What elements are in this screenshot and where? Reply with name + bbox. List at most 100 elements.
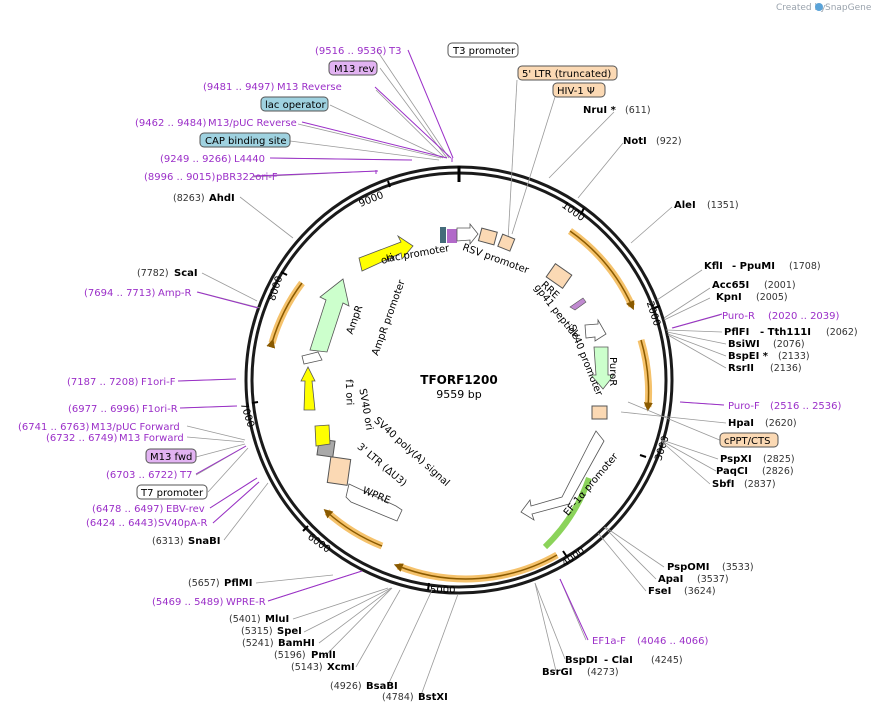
primer-pbr322ori-f-pos: (8996 .. 9015) [144, 172, 216, 183]
primer-puro-r: Puro-R [722, 311, 755, 322]
enzyme-xcmi: XcmI [327, 662, 355, 673]
enzyme-fsei: FseI [648, 586, 671, 597]
primer-ebv-rev-pos: (6478 .. 6497) [92, 504, 164, 515]
enzyme-bsrgi: BsrGI [542, 667, 572, 678]
box-lac-operator: lac operator [265, 100, 326, 111]
sv40-ori-label: SV40 ori [356, 388, 374, 431]
enzyme-bamhi: BamHI [278, 638, 315, 649]
primer-t3-pos: (9516 .. 9536) [315, 46, 387, 57]
wpre-arrow [345, 483, 403, 522]
tick-8000: 8000 [267, 275, 285, 303]
credit-created-by: Created by [776, 3, 826, 13]
snapgene-logo-icon [815, 3, 823, 11]
primer-f1ori-f: F1ori-F [141, 377, 176, 388]
box-cppt: cPPT/CTS [724, 436, 770, 447]
ampr-promoter-arrow [301, 351, 323, 365]
sv40pa-label: SV40 poly(A) signal [372, 415, 452, 489]
enzyme-noti-pos: (922) [656, 136, 682, 147]
enzyme-bsiwi: BsiWI [728, 339, 760, 350]
enzyme-alei: AleI [674, 200, 696, 211]
tick-9000: 9000 [358, 190, 386, 210]
enzyme-scai: ScaI [174, 268, 198, 279]
sv40-promoter-arrow [584, 318, 607, 342]
primer-ef1a-f: EF1a-F [592, 636, 626, 647]
enzyme-bspei-pos: (2133) [778, 351, 810, 362]
enzyme-xcmi-pos: (5143) [291, 662, 323, 673]
cppt-box [591, 405, 608, 420]
ampr-arrow [309, 278, 350, 353]
credit-brand: SnapGene [825, 3, 872, 13]
enzyme-mlui-pos: (5401) [229, 614, 261, 625]
enzyme-pspomi: PspOMI [667, 562, 709, 573]
primer-t3: T3 [388, 46, 401, 57]
f1-ori-block [314, 424, 331, 447]
tick-5000: 5000 [430, 585, 455, 596]
enzyme-spei-pos: (5315) [241, 626, 273, 637]
enzyme-hpai-pos: (2620) [765, 418, 797, 429]
enzyme-ppumi: - PpuMI [732, 261, 775, 272]
enzyme-snabi-pos: (6313) [152, 536, 184, 547]
enzyme-rsrii-pos: (2136) [770, 363, 802, 374]
primer-m13-puc-reverse-pos: (9462 .. 9484) [135, 118, 207, 129]
rsv-promoter-label: RSV promoter [461, 242, 531, 276]
enzyme-bsabi: BsaBI [366, 681, 398, 692]
primer-pbr322ori-f: pBR322ori-F [216, 172, 278, 183]
orf-arcs [266, 228, 653, 583]
ltr3-box [326, 456, 352, 486]
enzyme-pspxi: PspXI [720, 454, 752, 465]
primer-puro-f-pos: (2516 .. 2536) [770, 401, 842, 412]
enzyme-bspdi-pos: (4245) [651, 655, 683, 666]
puror-label: PuroR [607, 357, 618, 386]
enzyme-hpai: HpaI [728, 418, 754, 429]
box-hiv: HIV-1 Ψ [557, 86, 595, 97]
primer-sv40pa-r-pos: (6424 .. 6443) [86, 518, 158, 529]
primer-m13-puc-forward: M13/pUC Forward [91, 422, 180, 433]
primer-puro-f: Puro-F [728, 401, 760, 412]
enzyme-ahdi-pos: (8263) [173, 193, 205, 204]
tick-1000: 1000 [559, 200, 586, 224]
primer-m13-reverse-pos: (9481 .. 9497) [203, 82, 275, 93]
enzyme-spei: SpeI [277, 626, 302, 637]
enzyme-labels-left: (4784) BstXI (4926) BsaBI (5143) XcmI (5… [137, 193, 448, 703]
enzyme-bstxi: BstXI [418, 692, 448, 703]
primer-t7-pos: (6703 .. 6722) [106, 470, 178, 481]
enzyme-bamhi-pos: (5241) [242, 638, 274, 649]
enzyme-kpni-pos: (2005) [756, 292, 788, 303]
enzyme-apai: ApaI [658, 574, 683, 585]
box-t7-promoter: T7 promoter [140, 488, 204, 499]
primer-leaders [177, 49, 725, 641]
enzyme-kfli: KflI [704, 261, 723, 272]
ampr-label: AmpR [345, 304, 366, 336]
enzyme-paqci-pos: (2826) [762, 466, 794, 477]
enzyme-clai: - ClaI [604, 655, 633, 666]
ampr-promoter-label: AmpR promoter [370, 278, 408, 357]
enzyme-rsrii: RsrII [728, 363, 754, 374]
tick-6000: 6000 [305, 532, 332, 556]
primer-ef1a-f-pos: (4046 .. 4066) [637, 636, 709, 647]
primer-f1ori-f-pos: (7187 .. 7208) [67, 377, 139, 388]
primer-f1ori-r-pos: (6977 .. 6996) [68, 404, 140, 415]
enzyme-alei-pos: (1351) [707, 200, 739, 211]
enzyme-sbfi: SbfI [712, 479, 734, 490]
puror-arrow [590, 346, 615, 390]
rre-box [545, 263, 573, 289]
primer-m13-reverse: M13 Reverse [277, 82, 342, 93]
enzyme-acc65i: Acc65I [712, 280, 749, 291]
enzyme-bspei: BspEI * [728, 351, 769, 362]
t3-promoter-arrow [456, 222, 479, 246]
box-ltr5: 5' LTR (truncated) [522, 69, 611, 80]
hiv-box [497, 233, 516, 252]
ef1a-promoter-arrow [520, 430, 605, 521]
box-m13-fwd: M13 fwd [150, 452, 192, 463]
primer-block [447, 229, 457, 243]
enzyme-fsei-pos: (3624) [684, 586, 716, 597]
enzyme-pmli: PmlI [311, 650, 336, 661]
enzyme-nrui-pos: (611) [625, 105, 651, 116]
enzyme-sbfi-pos: (2837) [744, 479, 776, 490]
cap-site-block [440, 227, 446, 243]
enzyme-bsabi-pos: (4926) [330, 681, 362, 692]
backbone [244, 165, 674, 595]
ltr5-box [477, 227, 498, 246]
enzyme-scai-pos: (7782) [137, 268, 169, 279]
